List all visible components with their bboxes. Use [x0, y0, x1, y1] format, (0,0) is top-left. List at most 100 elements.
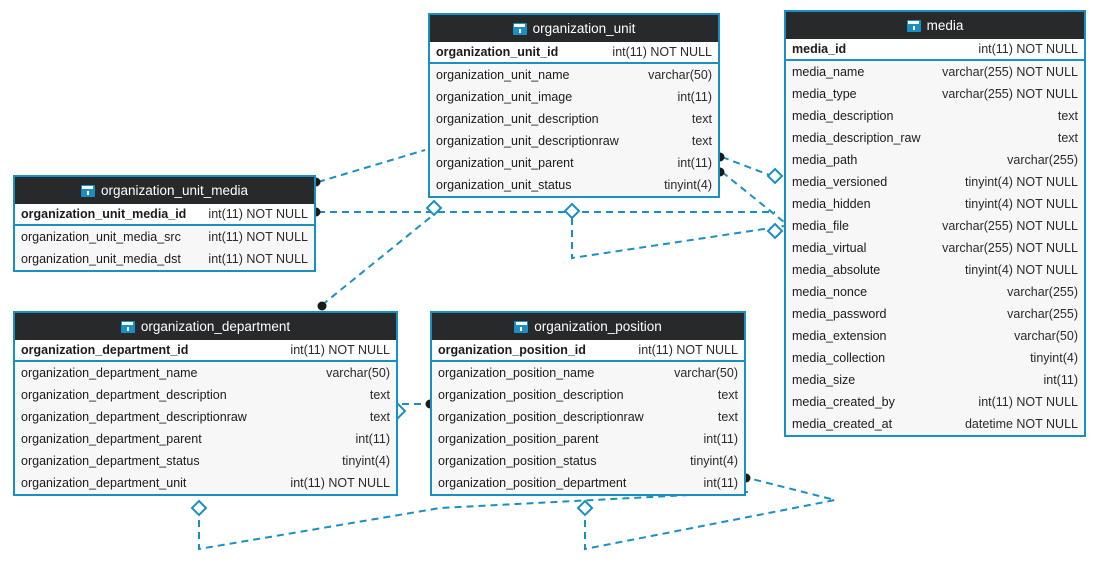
column-row: media_extension varchar(50): [786, 325, 1084, 347]
column-type: int(11) NOT NULL: [208, 252, 308, 266]
table-header-media: media: [786, 12, 1084, 39]
table-icon: [512, 22, 527, 35]
column-type: int(11) NOT NULL: [638, 343, 738, 357]
table-organization_unit[interactable]: organization_unit organization_unit_id i…: [428, 13, 720, 198]
column-type: int(11): [355, 432, 390, 446]
column-name: organization_department_unit: [21, 476, 187, 490]
column-type: tinyint(4): [1030, 351, 1078, 365]
column-type: int(11) NOT NULL: [290, 343, 390, 357]
column-type: int(11): [677, 90, 712, 104]
column-type: varchar(50): [326, 366, 390, 380]
column-type: tinyint(4): [664, 178, 712, 192]
endpoint-diamond: [425, 199, 443, 217]
column-name: organization_department_name: [21, 366, 198, 380]
column-type: text: [717, 388, 738, 402]
column-row: organization_position_description text: [432, 384, 744, 406]
column-type: int(11): [677, 156, 712, 170]
column-name: media_created_by: [792, 395, 895, 409]
table-icon: [120, 320, 135, 333]
column-name: media_description: [792, 109, 894, 123]
column-row: organization_unit_media_src int(11) NOT N…: [15, 226, 314, 248]
endpoint-diamond: [576, 499, 594, 517]
column-name: organization_position_status: [438, 454, 597, 468]
column-name: organization_unit_parent: [436, 156, 574, 170]
column-name: organization_position_description: [438, 388, 624, 402]
column-name: organization_department_parent: [21, 432, 202, 446]
column-type: int(11) NOT NULL: [290, 476, 390, 490]
column-row: organization_department_status tinyint(4): [15, 450, 396, 472]
table-header-organization_unit_media: organization_unit_media: [15, 177, 314, 204]
table-title: media: [926, 18, 964, 33]
column-type: varchar(255): [1007, 307, 1078, 321]
column-name: media_path: [792, 153, 858, 167]
table-organization_department[interactable]: organization_department organization_dep…: [13, 311, 398, 496]
column-type: varchar(255): [1007, 285, 1078, 299]
column-type: text: [691, 134, 712, 148]
table-icon: [80, 184, 95, 197]
column-type: tinyint(4) NOT NULL: [965, 175, 1078, 189]
relation-line-department-media: [198, 491, 749, 551]
column-name: organization_unit_id: [436, 45, 559, 59]
primary-key-row: organization_position_id int(11) NOT NUL…: [432, 340, 744, 362]
column-type: text: [691, 112, 712, 126]
table-organization_position[interactable]: organization_position organization_posit…: [430, 311, 746, 496]
column-row: organization_department_parent int(11): [15, 428, 396, 450]
column-name: media_hidden: [792, 197, 871, 211]
column-row: organization_unit_parent int(11): [430, 152, 718, 174]
column-name: organization_position_department: [438, 476, 627, 490]
column-name: organization_unit_image: [436, 90, 573, 104]
column-row: media_collection tinyint(4): [786, 347, 1084, 369]
column-type: varchar(50): [648, 68, 712, 82]
column-type: int(11) NOT NULL: [208, 230, 308, 244]
column-type: tinyint(4) NOT NULL: [965, 263, 1078, 277]
column-type: int(11) NOT NULL: [208, 207, 308, 221]
column-row: media_size int(11): [786, 369, 1084, 391]
column-row: organization_department_unit int(11) NOT …: [15, 472, 396, 494]
column-type: text: [369, 388, 390, 402]
primary-key-row: organization_department_id int(11) NOT N…: [15, 340, 396, 362]
table-title: organization_department: [140, 319, 291, 334]
endpoint-dot: [317, 301, 327, 311]
column-type: datetime NOT NULL: [964, 417, 1078, 431]
column-name: media_collection: [792, 351, 886, 365]
column-type: text: [1057, 109, 1078, 123]
table-organization_unit_media[interactable]: organization_unit_media organization_uni…: [13, 175, 316, 272]
column-type: varchar(50): [1014, 329, 1078, 343]
primary-key-row: media_id int(11) NOT NULL: [786, 39, 1084, 61]
column-type: int(11): [703, 476, 738, 490]
column-name: media_extension: [792, 329, 887, 343]
column-name: media_absolute: [792, 263, 881, 277]
column-type: tinyint(4): [342, 454, 390, 468]
column-type: text: [717, 410, 738, 424]
relation-line-unitbottom-media: [571, 218, 785, 260]
column-name: organization_unit_description: [436, 112, 599, 126]
column-type: varchar(255): [1007, 153, 1078, 167]
table-header-organization_position: organization_position: [432, 313, 744, 340]
table-media[interactable]: media media_id int(11) NOT NULL media_na…: [784, 10, 1086, 437]
column-name: media_size: [792, 373, 856, 387]
column-name: organization_unit_media_src: [21, 230, 181, 244]
column-name: media_id: [792, 42, 847, 56]
column-type: int(11): [1043, 373, 1078, 387]
table-columns: organization_unit_media_src int(11) NOT N…: [15, 226, 314, 270]
column-type: tinyint(4) NOT NULL: [965, 197, 1078, 211]
column-name: media_file: [792, 219, 849, 233]
column-name: organization_department_status: [21, 454, 200, 468]
table-title: organization_unit: [532, 21, 636, 36]
relation-line-unitparent-media: [721, 171, 785, 223]
column-name: media_versioned: [792, 175, 888, 189]
column-row: organization_position_department int(11): [432, 472, 744, 494]
